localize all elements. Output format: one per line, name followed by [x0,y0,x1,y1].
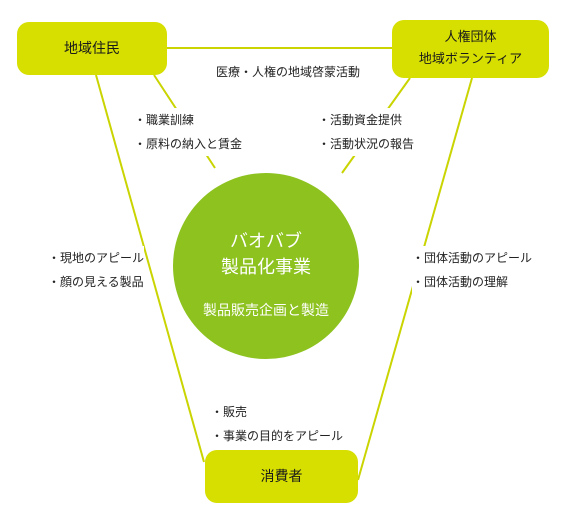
groups-label-line1: 人権団体 [444,30,497,45]
edge-text: ・販売 [211,405,248,419]
consumers-label: 消費者 [260,468,303,485]
groups-label-line2: 地域ボランティア [418,52,523,67]
residents-label: 地域住民 [64,40,120,57]
edge-label-groups-consumers: ・団体活動のアピール ・団体活動の理解 [412,246,533,294]
center-title-line2: 製品化事業 [221,257,311,278]
edge-text: ・現地のアピール [48,251,145,265]
line-residents-consumers [95,74,205,463]
edge-text: ・顔の見える製品 [48,275,144,289]
consumers-node: 消費者 [205,450,358,503]
edge-text: ・事業の目的をアピール [211,429,344,443]
edge-label-center-consumers: ・販売 ・事業の目的をアピール [211,400,344,448]
edge-text: ・職業訓練 [134,113,195,127]
edge-text: ・活動資金提供 [318,113,403,127]
groups-node: 人権団体 地域ボランティア [392,20,549,78]
center-circle: バオバブ 製品化事業 製品販売企画と製造 [173,173,359,359]
edge-label-residents-consumers: ・現地のアピール ・顔の見える製品 [48,246,145,294]
edge-text: ・団体活動の理解 [412,275,509,289]
edge-text: ・原料の納入と賃金 [134,137,243,151]
residents-node: 地域住民 [17,22,167,75]
center-subtitle: 製品販売企画と製造 [203,303,329,319]
center-title-line1: バオバブ [230,231,302,252]
edge-label-groups-center: ・活動資金提供 ・活動状況の報告 [318,108,415,156]
edge-text: ・団体活動のアピール [412,251,533,265]
edge-text: 医療・人権の地域啓蒙活動 [216,65,361,79]
edge-text: ・活動状況の報告 [318,137,415,151]
edge-label-center-residents: ・職業訓練 ・原料の納入と賃金 [134,108,243,156]
edge-label-residents-groups: 医療・人権の地域啓蒙活動 [212,60,365,84]
